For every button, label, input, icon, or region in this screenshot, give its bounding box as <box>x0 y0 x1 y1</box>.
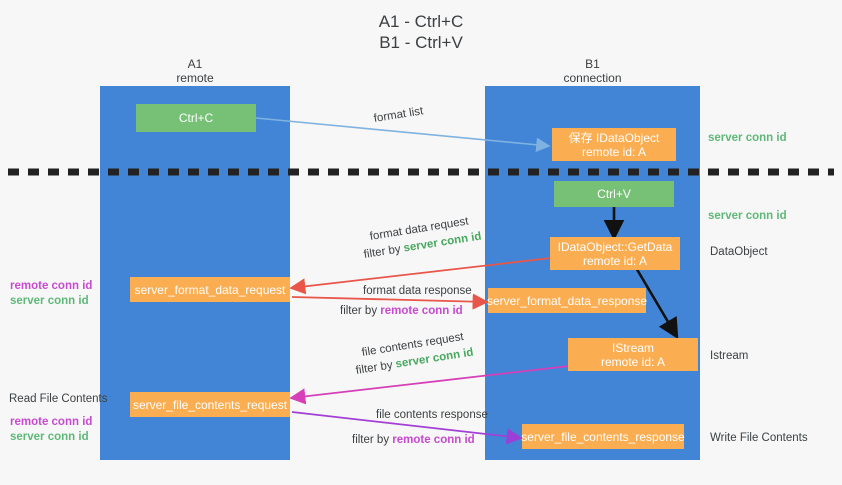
node-server-file-contents-response[interactable]: server_file_contents_response <box>521 424 685 449</box>
node-save-idataobject-sub: remote id: A <box>581 144 647 159</box>
node-server-file-contents-request-label: server_file_contents_request <box>132 397 288 412</box>
node-istream[interactable]: IStream remote id: A <box>568 338 698 371</box>
edge-filter-value-remote-conn-id: remote conn id <box>392 434 475 446</box>
diagram-title-line-1: A1 - Ctrl+C <box>378 12 464 31</box>
node-ctrl-v[interactable]: Ctrl+V <box>554 181 674 207</box>
edge-filter-prefix: filter by <box>354 358 397 377</box>
edge-label-file-contents-response: file contents response <box>376 409 488 421</box>
lane-header-b1-name: B1 <box>585 57 600 71</box>
right-label-server-conn-id-mid: server conn id <box>708 210 787 222</box>
left-label-server-conn-id-2: server conn id <box>10 431 89 443</box>
node-server-file-contents-response-label: server_file_contents_response <box>521 429 685 444</box>
node-ctrl-c-label: Ctrl+C <box>178 111 214 125</box>
node-idataobject-getdata-sub: remote id: A <box>582 253 648 268</box>
node-istream-sub: remote id: A <box>600 354 666 369</box>
right-label-istream: Istream <box>710 350 749 362</box>
diagram-title-line-2: B1 - Ctrl+V <box>379 33 463 52</box>
left-label-remote-conn-id-2: remote conn id <box>10 416 93 428</box>
edge-label-file-contents-response-filter: filter by remote conn id <box>352 433 475 448</box>
node-idataobject-getdata[interactable]: IDataObject::GetData remote id: A <box>550 237 680 270</box>
edge-label-format-data-response: format data response <box>363 285 472 297</box>
lane-header-a1-name: A1 <box>187 57 203 71</box>
left-label-server-conn-id-1: server conn id <box>10 295 89 307</box>
node-server-format-data-request-label: server_format_data_request <box>134 282 286 297</box>
node-idataobject-getdata-label: IDataObject::GetData <box>557 239 673 254</box>
left-label-remote-conn-id-1: remote conn id <box>10 280 93 292</box>
edge-label-format-data-response-filter: filter by remote conn id <box>340 304 463 319</box>
edge-label-format-list: format list <box>372 105 425 125</box>
node-save-idataobject[interactable]: 保存 IDataObject remote id: A <box>552 128 676 161</box>
node-server-format-data-response[interactable]: server_format_data_response <box>486 288 648 313</box>
right-label-dataobject: DataObject <box>710 246 768 258</box>
node-server-file-contents-request[interactable]: server_file_contents_request <box>130 392 290 417</box>
node-save-idataobject-label: 保存 IDataObject <box>568 130 660 145</box>
node-ctrl-v-label: Ctrl+V <box>597 187 631 201</box>
right-label-server-conn-id-top: server conn id <box>708 132 787 144</box>
node-server-format-data-response-label: server_format_data_response <box>486 293 648 308</box>
edge-filter-value-remote-conn-id: remote conn id <box>380 305 463 317</box>
node-server-format-data-request[interactable]: server_format_data_request <box>130 277 290 302</box>
right-label-write-file-contents: Write File Contents <box>710 432 808 444</box>
node-istream-label: IStream <box>611 340 654 355</box>
left-label-read-file-contents: Read File Contents <box>9 393 108 405</box>
lane-header-b1-sub: connection <box>563 71 622 85</box>
edge-filter-prefix: filter by <box>352 434 393 446</box>
edge-filter-prefix: filter by <box>362 242 405 261</box>
edge-filter-prefix: filter by <box>340 305 381 317</box>
node-ctrl-c[interactable]: Ctrl+C <box>136 104 256 132</box>
lane-header-a1-sub: remote <box>176 71 214 85</box>
